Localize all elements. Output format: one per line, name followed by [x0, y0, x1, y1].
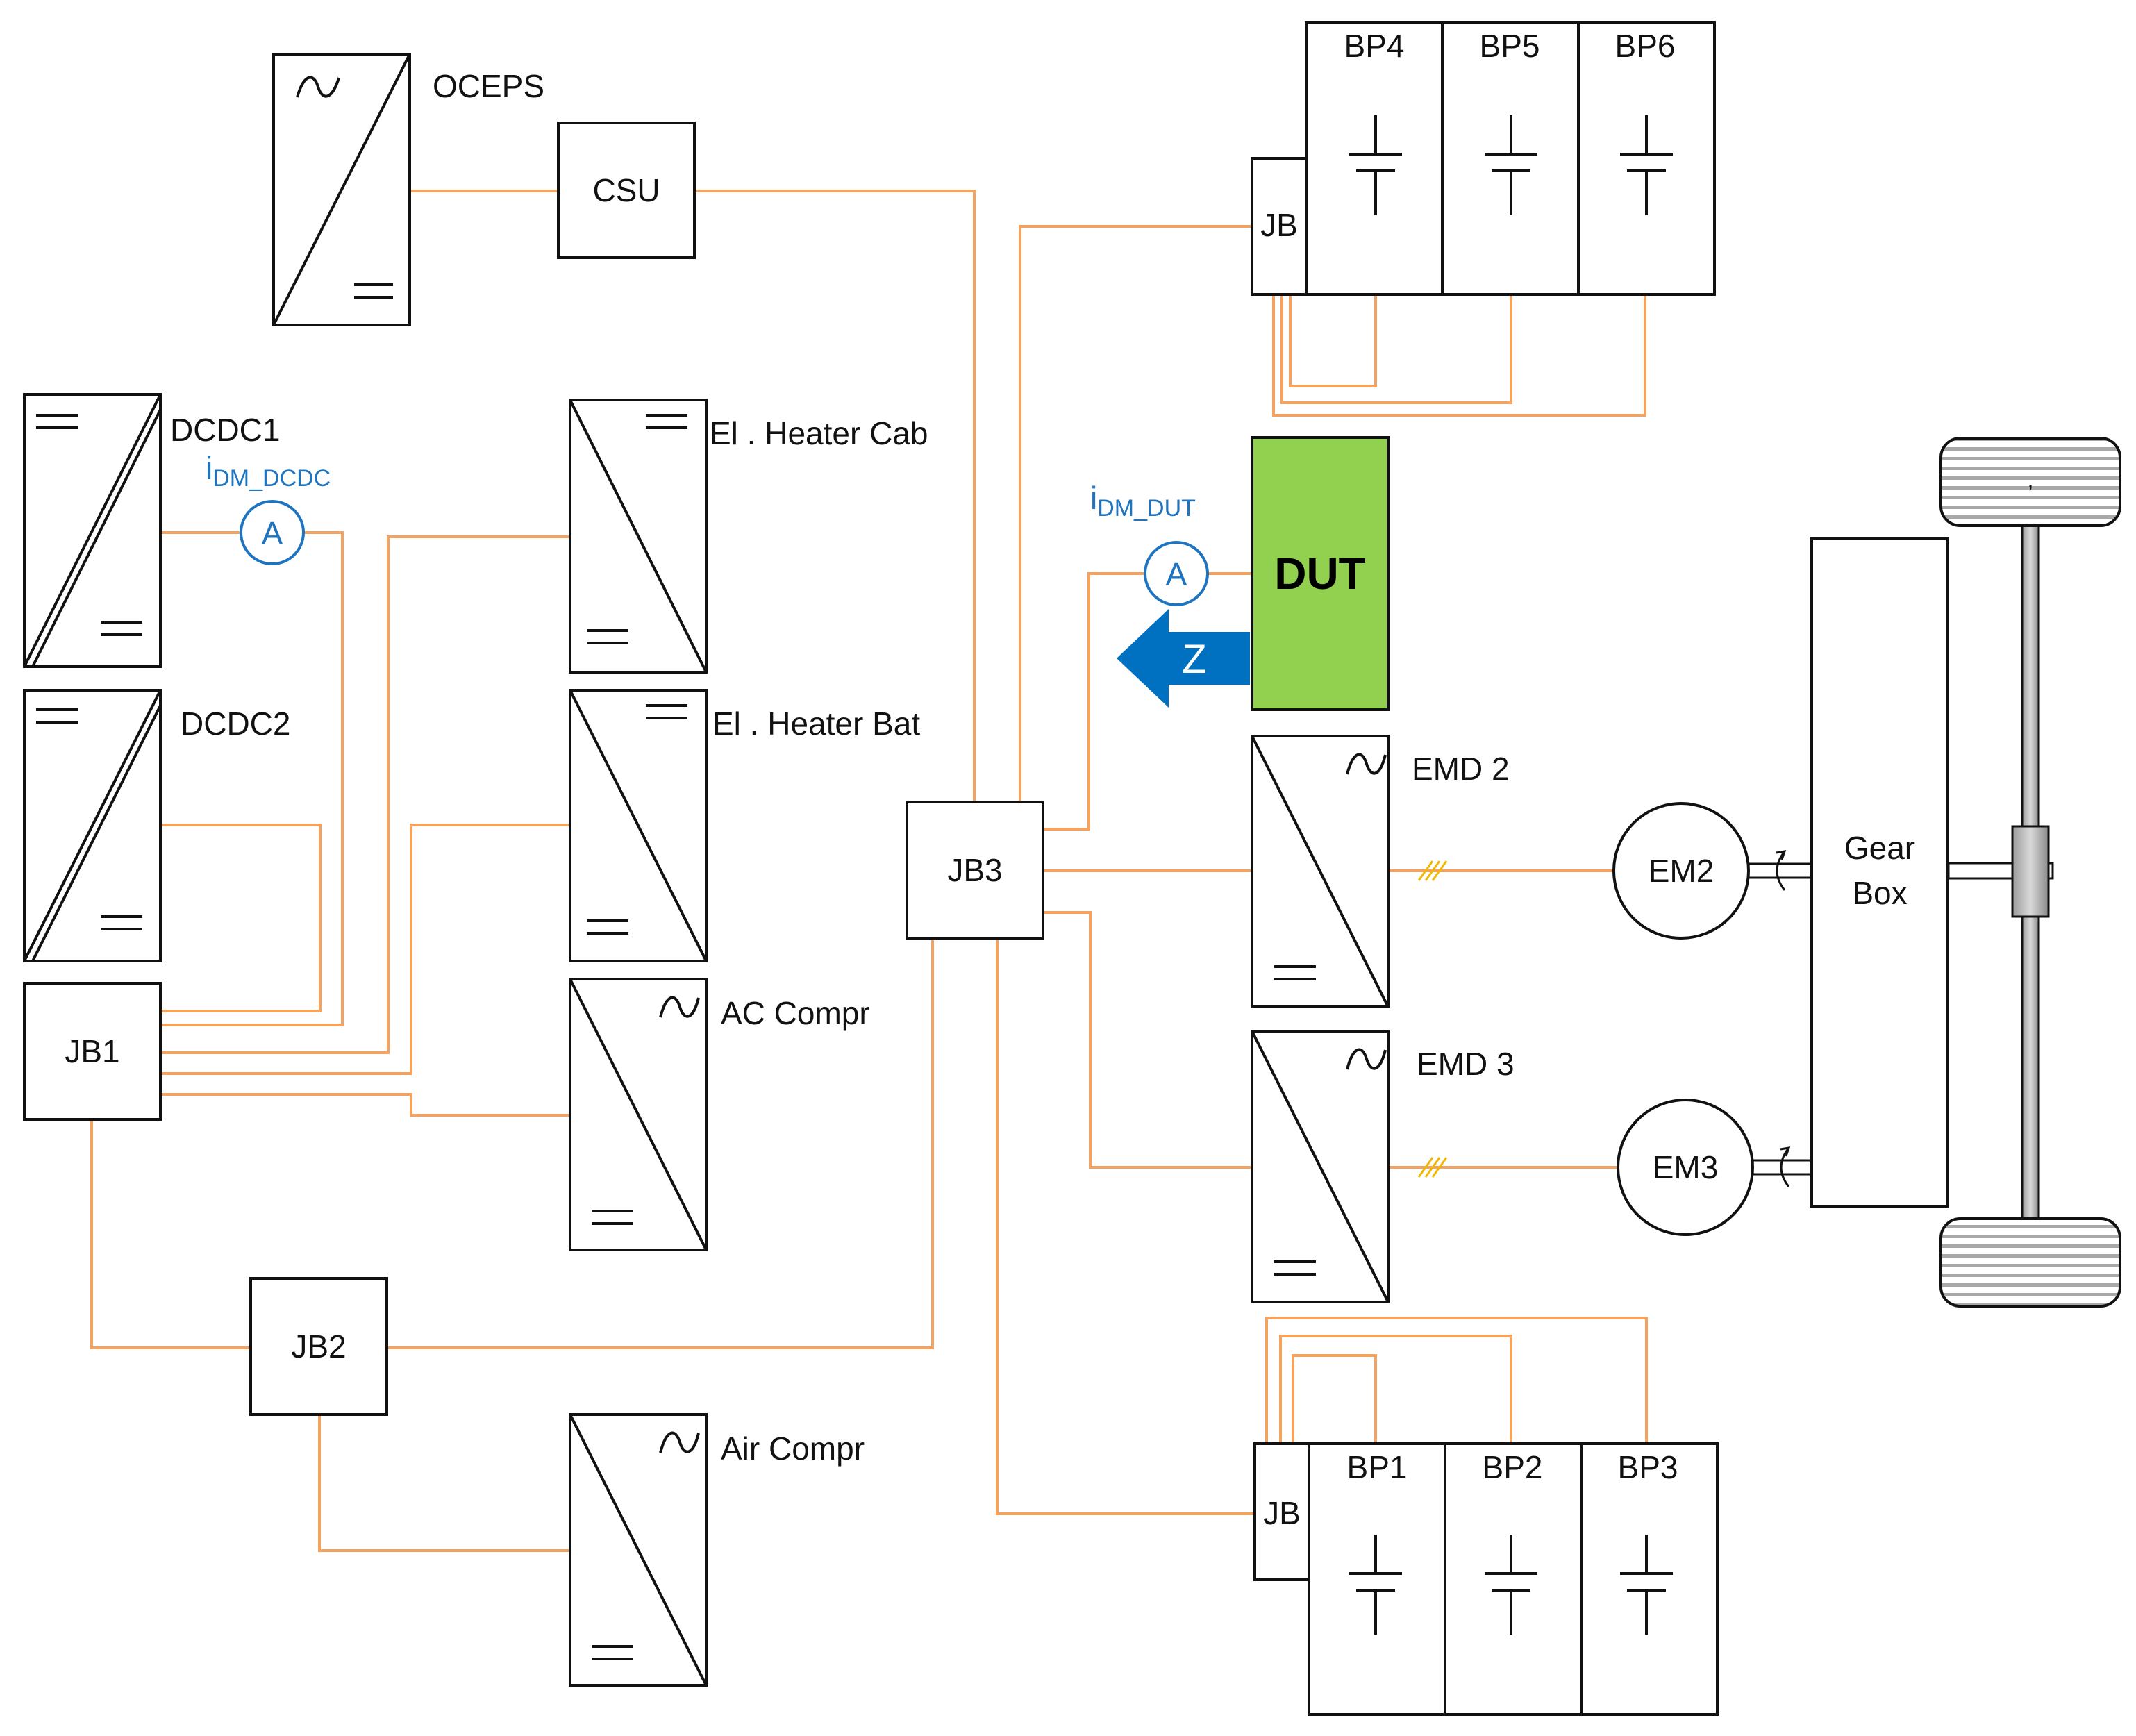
jb-top-label: JB: [1260, 207, 1298, 243]
wire-jb2-air-compr: [318, 1415, 570, 1552]
air-compr-converter: [569, 1413, 708, 1687]
bp3-label: BP3: [1618, 1449, 1678, 1485]
jb2-junction-box: JB2: [249, 1277, 388, 1416]
battery-cell-bp2: [1485, 1535, 1537, 1635]
csu-label: CSU: [592, 172, 660, 208]
measurement-dcdc-sub: DM_DCDC: [212, 465, 331, 492]
emd2-inverter: [1251, 735, 1390, 1008]
em3-motor: EM3: [1617, 1099, 1754, 1236]
ac-compr-converter: [569, 978, 708, 1251]
em2-motor: EM2: [1612, 802, 1750, 940]
wire-dcdc2-jb1: [162, 824, 322, 1012]
wire-ammeter-jb1: [162, 531, 344, 1026]
battery-cell-bp4: [1349, 115, 1402, 215]
wire-jb-bottom-bp1: [1292, 1354, 1377, 1444]
gearbox: Gear Box: [1810, 537, 1949, 1208]
heater-cab-label: El . Heater Cab: [710, 415, 928, 451]
gearbox-label-line2: Box: [1852, 875, 1907, 911]
bp5-label: BP5: [1480, 28, 1540, 64]
dcdc2-converter: [23, 689, 162, 962]
battery-cell-bp5: [1485, 115, 1537, 215]
three-phase-marker-emd2: [1417, 860, 1448, 881]
battery-cell-bp3: [1620, 1535, 1673, 1635]
bp4-label: BP4: [1344, 28, 1405, 64]
wire-jb3-ammeter-dut: [1044, 572, 1146, 831]
battery-packs-bottom: [1308, 1442, 1719, 1716]
em2-label: EM2: [1649, 853, 1714, 889]
bp6-label: BP6: [1615, 28, 1676, 64]
jb2-label: JB2: [291, 1328, 346, 1364]
bp1-label: BP1: [1347, 1449, 1408, 1485]
emd3-label: EMD 3: [1417, 1046, 1515, 1082]
jb-top-junction-box: JB: [1251, 157, 1308, 296]
wire-csu-jb3: [694, 190, 976, 801]
heater-cab-converter: [569, 399, 708, 674]
oceps-converter: [272, 53, 411, 326]
dcdc1-label: DCDC1: [170, 412, 280, 448]
z-arrow-label: Z: [1182, 637, 1206, 682]
wire-jb3-jb-top: [1019, 225, 1252, 801]
measurement-label-dcdc: iDM_DCDC: [206, 450, 331, 492]
wheel-top: ,: [1939, 437, 2121, 527]
wire-ac-compr-jb1: [162, 1093, 570, 1117]
csu-unit: CSU: [557, 122, 696, 259]
oceps-label: OCEPS: [433, 68, 544, 104]
wire-jb-top-bp5: [1280, 294, 1512, 404]
measurement-dcdc-main: i: [206, 450, 212, 486]
wire-jb3-emd3: [1044, 911, 1252, 1169]
heater-bat-label: El . Heater Bat: [712, 706, 920, 742]
wire-jb-bottom-bp3: [1265, 1317, 1648, 1444]
em3-label: EM3: [1653, 1149, 1719, 1185]
measurement-dut-main: i: [1090, 480, 1097, 516]
wire-heater-cab-jb1: [162, 535, 570, 1054]
jb3-junction-box: JB3: [906, 801, 1044, 940]
battery-cell-bp1: [1349, 1535, 1402, 1635]
ammeter-dut: A: [1144, 541, 1209, 606]
wire-jb1-jb2: [90, 1119, 251, 1349]
three-phase-marker-emd3: [1417, 1157, 1448, 1178]
dut-label: DUT: [1274, 549, 1366, 599]
dcdc2-label: DCDC2: [181, 706, 290, 742]
ammeter-dut-symbol: A: [1166, 556, 1187, 592]
battery-cell-bp6: [1620, 115, 1673, 215]
wiring: [90, 190, 1648, 1552]
air-compr-label: Air Compr: [721, 1430, 865, 1467]
ammeter-dcdc: A: [240, 500, 305, 565]
emd2-label: EMD 2: [1412, 751, 1510, 787]
jb3-label: JB3: [947, 852, 1002, 888]
jb1-label: JB1: [65, 1033, 119, 1069]
wire-jb-top-bp4: [1289, 294, 1377, 387]
wheel-top-mark: ,: [2028, 467, 2034, 492]
wire-jb-top-bp6: [1272, 294, 1646, 417]
heater-bat-converter: [569, 689, 708, 962]
ammeter-dcdc-symbol: A: [262, 515, 283, 551]
ac-compr-label: AC Compr: [721, 995, 870, 1031]
measurement-label-dut: iDM_DUT: [1090, 480, 1196, 521]
wire-heater-bat-jb1: [162, 824, 570, 1075]
dut-device: DUT: [1251, 436, 1390, 711]
jb-bottom-label: JB: [1263, 1495, 1301, 1531]
wheel-bottom: [1939, 1217, 2121, 1308]
emd3-inverter: [1251, 1030, 1390, 1303]
dcdc1-converter: [23, 393, 162, 668]
wire-jb-bottom-bp2: [1279, 1335, 1512, 1444]
jb-bottom-junction-box: JB: [1253, 1442, 1310, 1581]
battery-packs-top: [1305, 21, 1716, 296]
em2-shaft: [1748, 850, 1812, 891]
differential-hub: [2011, 825, 2050, 918]
wire-jb3-jb2: [388, 940, 934, 1349]
z-direction-arrow: Z: [1117, 609, 1250, 708]
em3-shaft: [1753, 1146, 1812, 1187]
jb1-junction-box: JB1: [23, 982, 162, 1121]
measurement-dut-sub: DM_DUT: [1097, 495, 1196, 521]
bp2-label: BP2: [1483, 1449, 1543, 1485]
wire-jb3-jb-bottom: [996, 940, 1255, 1515]
gearbox-label-line1: Gear: [1844, 830, 1915, 866]
